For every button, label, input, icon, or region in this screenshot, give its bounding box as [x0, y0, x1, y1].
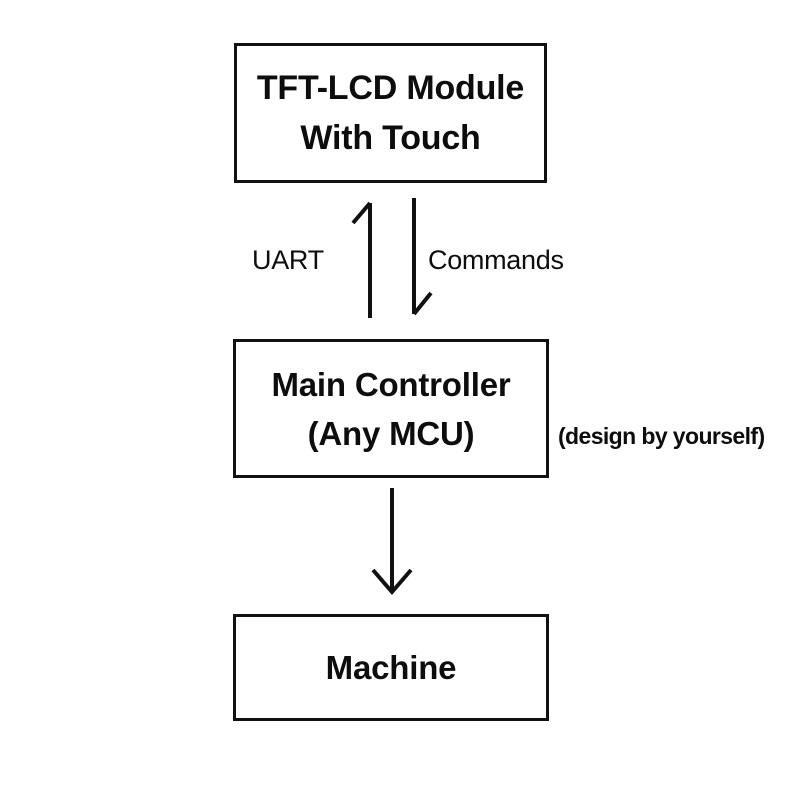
node-main-controller[interactable]: Main Controller (Any MCU)	[233, 339, 549, 478]
annotation-design-by-yourself: (design by yourself)	[558, 423, 765, 449]
machine-arrowhead	[371, 568, 413, 596]
node-tft-lcd-module-line-1: TFT-LCD Module	[256, 69, 525, 107]
connector-commands-arrow-down	[412, 198, 433, 316]
uart-arrowhead	[351, 201, 372, 225]
connector-uart-arrow-up	[351, 201, 372, 318]
edge-label-uart: UART	[252, 245, 324, 275]
node-machine[interactable]: Machine	[233, 614, 549, 721]
node-main-controller-line-1: Main Controller	[271, 365, 511, 403]
node-tft-lcd-module-line-2: With Touch	[300, 119, 481, 157]
commands-arrowhead	[412, 291, 433, 316]
node-main-controller-line-2: (Any MCU)	[307, 414, 475, 452]
edge-label-commands: Commands	[428, 245, 564, 275]
node-machine-line-1: Machine	[325, 648, 457, 686]
node-tft-lcd-module[interactable]: TFT-LCD Module With Touch	[234, 43, 547, 183]
connector-mcu-to-machine-arrow	[371, 488, 413, 596]
